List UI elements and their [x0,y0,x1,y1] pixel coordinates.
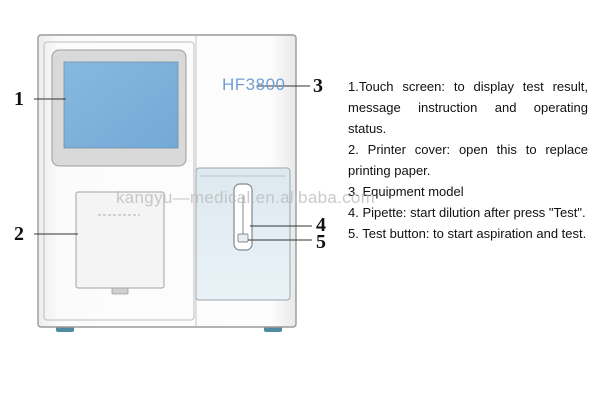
model-badge: HF3800 [222,75,286,94]
test-button [237,233,249,243]
description-item-2: 2. Printer cover: open this to replace p… [348,142,588,178]
description-item-5: 5. Test button: to start aspiration and … [348,226,587,241]
left-panel-frame [43,41,195,321]
touch-screen [63,61,179,149]
description-item-3: 3. Equipment model [348,184,464,199]
callout-4: 4 [316,214,326,236]
description-item-1: 1.Touch screen: to display test result, … [348,79,588,136]
watermark: kangyu—medical.en.alibaba.com [116,188,376,207]
callout-5: 5 [316,231,326,253]
callout-3: 3 [313,75,323,97]
left-panel [43,41,195,321]
leader-lines [34,85,312,241]
right-panel [195,167,291,301]
description-item-4: 4. Pipette: start dilution after press "… [348,205,586,220]
printer-cover-latch [111,287,129,295]
callout-2: 2 [14,223,24,245]
callout-1: 1 [14,88,24,110]
description-list: 1.Touch screen: to display test result, … [348,76,588,244]
